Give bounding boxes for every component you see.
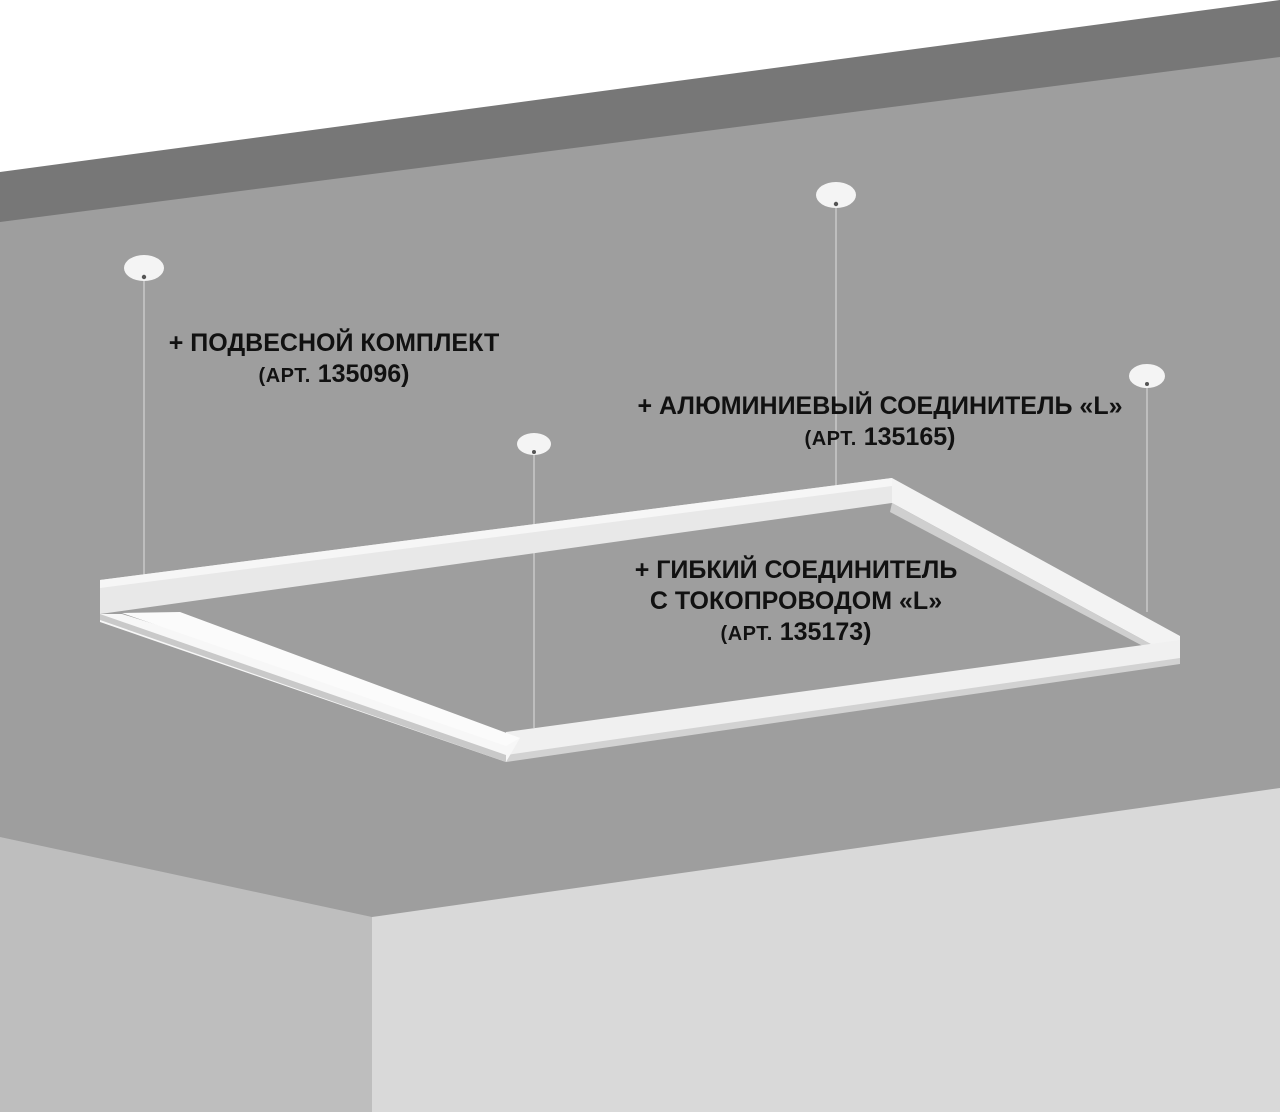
article-number: 135165) — [863, 423, 956, 451]
ceiling-canopy-4 — [1129, 364, 1165, 388]
article-number: 135173) — [779, 618, 872, 646]
right-wall — [372, 788, 1280, 1112]
flexible-connector-subtitle: С ТОКОПРОВОДОМ «L» — [649, 587, 943, 615]
article-number: 135096) — [317, 360, 410, 388]
suspension-cables — [143, 205, 1148, 728]
article-prefix: (АРТ. — [720, 623, 773, 645]
article-prefix: (АРТ. — [258, 365, 311, 387]
aluminum-connector-article: (АРТ. 135165) — [600, 422, 1160, 455]
ceiling-canopy-1 — [124, 255, 164, 281]
article-prefix: (АРТ. — [804, 428, 857, 450]
ceiling-canopy-3 — [517, 433, 551, 455]
left-wall — [0, 837, 372, 1112]
suspension-kit-article: (АРТ. 135096) — [140, 359, 528, 392]
aluminum-connector-title: + АЛЮМИНИЕВЫЙ СОЕДИНИТЕЛЬ «L» — [637, 392, 1123, 420]
led-frame-fixture — [100, 478, 1180, 762]
label-suspension-kit: + ПОДВЕСНОЙ КОМПЛЕКТ (АРТ. 135096) — [140, 328, 528, 392]
suspension-kit-title: + ПОДВЕСНОЙ КОМПЛЕКТ — [168, 329, 500, 357]
label-flexible-connector: + ГИБКИЙ СОЕДИНИТЕЛЬ С ТОКОПРОВОДОМ «L» … — [596, 555, 996, 650]
label-aluminum-connector: + АЛЮМИНИЕВЫЙ СОЕДИНИТЕЛЬ «L» (АРТ. 1351… — [600, 391, 1160, 455]
ceiling-canopy-2 — [816, 182, 856, 208]
flexible-connector-title: + ГИБКИЙ СОЕДИНИТЕЛЬ — [634, 556, 958, 584]
flexible-connector-article: (АРТ. 135173) — [596, 617, 996, 650]
